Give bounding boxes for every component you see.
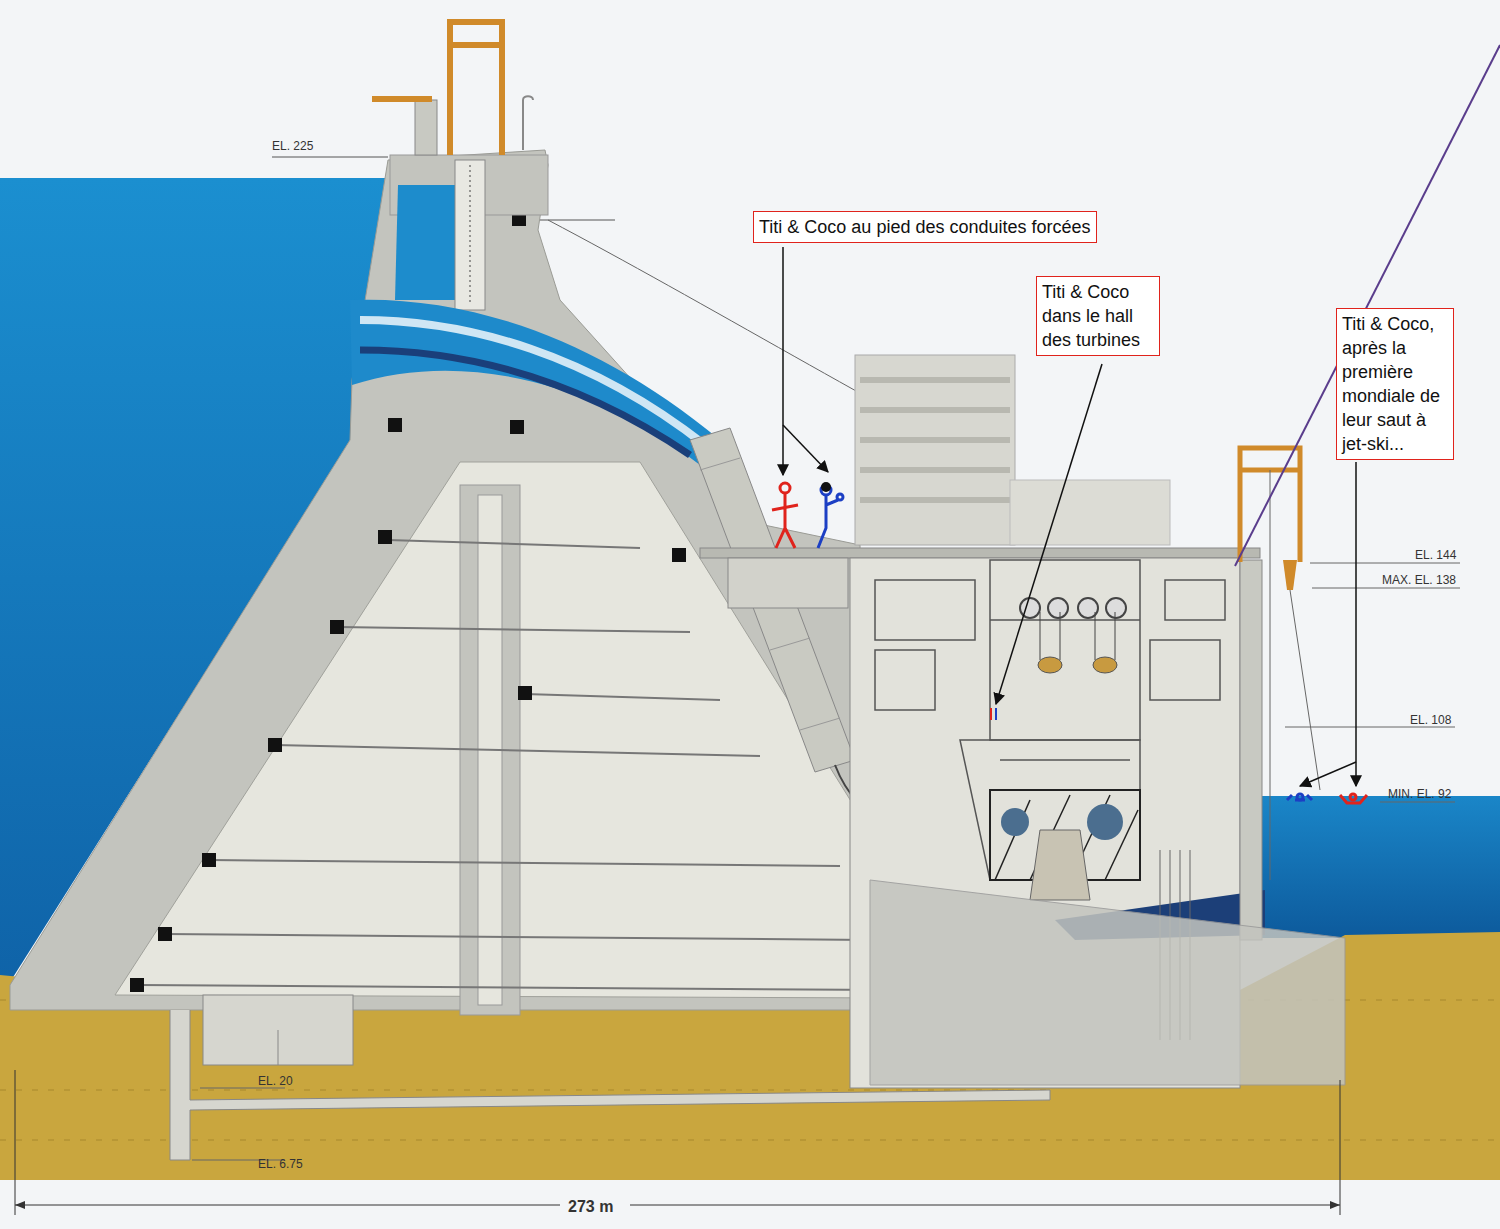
dimension-label: 273 m xyxy=(568,1198,613,1216)
elevation-label: EL. 20 xyxy=(258,1074,293,1088)
elevation-label: MAX. EL. 138 xyxy=(1382,573,1456,587)
annotation-text: Titi & Coco dans le hall des turbines xyxy=(1042,280,1154,352)
elevation-label: EL. 108 xyxy=(1410,713,1451,727)
elevation-label: EL. 6.75 xyxy=(258,1157,303,1171)
annotation-box: Titi & Coco, après la première mondiale … xyxy=(1336,308,1454,460)
annotation-box: Titi & Coco dans le hall des turbines xyxy=(1036,276,1160,356)
elevation-label: EL. 144 xyxy=(1415,548,1456,562)
annotation-text: Titi & Coco au pied des conduites forcée… xyxy=(759,215,1091,239)
annotation-box: Titi & Coco au pied des conduites forcée… xyxy=(753,211,1097,243)
elevation-label: EL. 225 xyxy=(272,139,313,153)
elevation-label: MIN. EL. 92 xyxy=(1388,787,1451,801)
annotation-text: Titi & Coco, après la première mondiale … xyxy=(1342,312,1448,456)
